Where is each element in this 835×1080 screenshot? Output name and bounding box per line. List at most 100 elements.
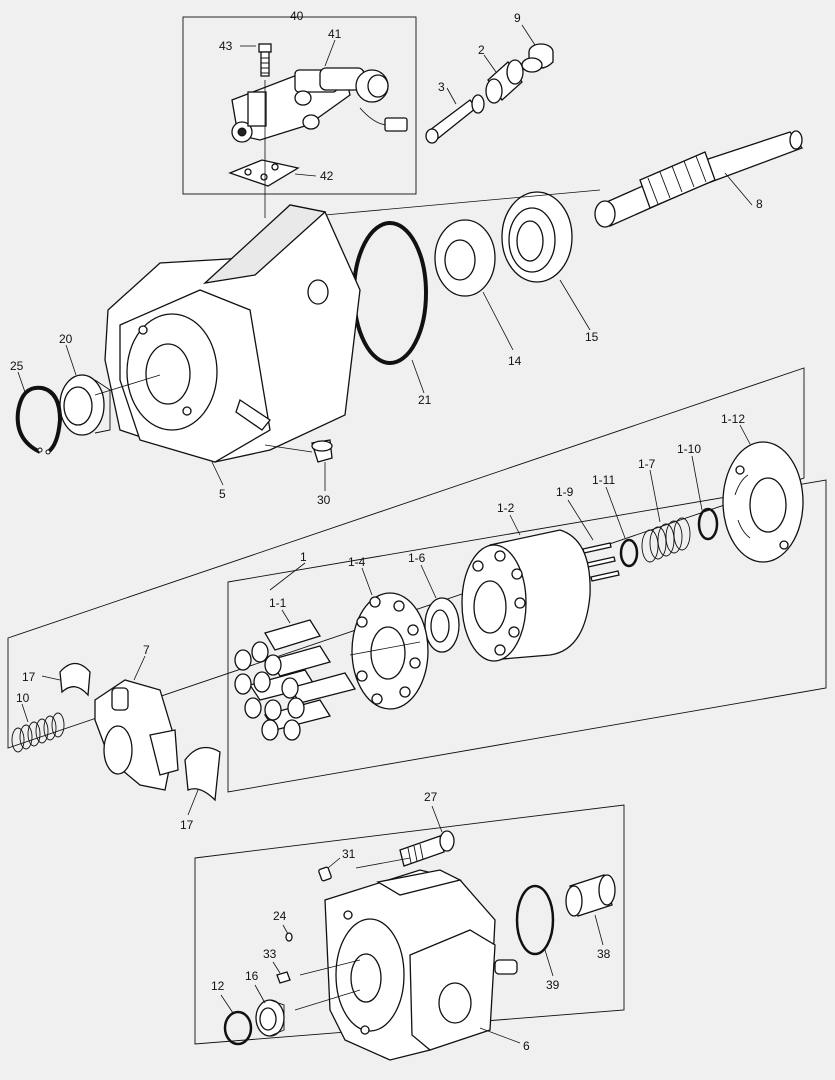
label-1-6: 1-6	[408, 551, 426, 565]
plug-30	[311, 439, 333, 463]
frame-40-control-valve	[182, 16, 417, 195]
drive-shaft-8	[594, 130, 804, 228]
ring-1-11	[619, 538, 639, 568]
leader-10	[21, 703, 29, 723]
bolt-27	[399, 830, 455, 867]
label-30: 30	[317, 493, 331, 507]
label-9: 9	[514, 11, 521, 25]
label-42: 42	[320, 169, 334, 183]
label-5: 5	[219, 487, 226, 501]
bearing-20	[59, 374, 111, 436]
leader-17a	[41, 675, 61, 681]
label-15: 15	[585, 330, 599, 344]
leader-42	[294, 173, 317, 177]
label-1-9: 1-9	[556, 485, 574, 499]
pin-24	[285, 932, 293, 942]
shim-14	[434, 219, 496, 297]
swashplate-7	[94, 679, 179, 791]
leader-27	[431, 805, 443, 833]
leader-1-10	[691, 455, 703, 511]
leader-14	[482, 291, 514, 351]
leader-1-9	[567, 499, 594, 541]
leader-1-2	[509, 514, 521, 536]
control-valve-41	[231, 67, 408, 143]
label-1-2: 1-2	[497, 501, 515, 515]
leader-39	[544, 949, 554, 977]
leader-2	[483, 54, 497, 73]
leader-1-1	[281, 609, 291, 624]
frame-port-plate	[194, 804, 625, 1045]
leader-20	[65, 344, 77, 376]
label-25: 25	[10, 359, 24, 373]
bearing-shell-17-top	[59, 662, 91, 697]
bearing-16	[255, 999, 285, 1037]
label-1-10: 1-10	[677, 442, 701, 456]
leader-1-12	[739, 424, 751, 445]
label-8: 8	[756, 197, 763, 211]
label-1: 1	[300, 550, 307, 564]
bearing-15	[501, 191, 573, 283]
label-14: 14	[508, 354, 522, 368]
port-plate-1-12	[722, 441, 804, 563]
bearing-shell-17-bottom	[184, 746, 221, 802]
spring-10	[11, 712, 65, 753]
label-41: 41	[328, 27, 342, 41]
leader-6	[479, 1027, 521, 1044]
label-31: 31	[342, 847, 356, 861]
bolt-43	[258, 43, 272, 77]
label-20: 20	[59, 332, 73, 346]
label-21: 21	[418, 393, 432, 407]
retaining-ring-25	[15, 385, 63, 455]
frame-1-inner	[227, 479, 827, 793]
leader-31	[327, 857, 341, 869]
o-ring-39	[515, 884, 555, 956]
plug-9	[521, 43, 554, 73]
label-33: 33	[263, 947, 277, 961]
sleeve-38	[565, 874, 616, 917]
label-39: 39	[546, 978, 560, 992]
leader-5	[211, 461, 224, 486]
pin-33	[276, 971, 291, 984]
label-38: 38	[597, 947, 611, 961]
leader-41	[324, 39, 336, 67]
leader-9	[521, 24, 536, 46]
label-1-7: 1-7	[638, 457, 656, 471]
cylinder-block-1-2	[461, 529, 591, 662]
label-3: 3	[438, 80, 445, 94]
pin-31	[318, 866, 332, 882]
gasket-42	[228, 159, 300, 187]
leader-shaft-axis	[324, 189, 601, 216]
label-2: 2	[478, 43, 485, 57]
leader-24	[282, 924, 289, 935]
leader-15	[559, 279, 591, 331]
leader-30-b	[264, 444, 313, 453]
label-10: 10	[16, 691, 30, 705]
needle-bearing-1-6	[424, 597, 460, 653]
leader-1-4	[361, 567, 373, 596]
leader-1-7	[649, 469, 661, 523]
leader-21	[411, 359, 425, 394]
leader-17b	[187, 789, 199, 816]
retainer-plate-1-4	[351, 592, 429, 710]
label-1-11: 1-11	[592, 473, 615, 487]
retaining-ring-12	[223, 1010, 253, 1046]
leader-housing-axis	[94, 374, 161, 396]
leader-12	[220, 994, 234, 1014]
leader-1	[269, 562, 306, 591]
label-12: 12	[211, 979, 225, 993]
label-27: 27	[424, 790, 438, 804]
leader-axis-ports	[294, 857, 411, 1011]
label-1-4: 1-4	[348, 555, 366, 569]
leader-16	[254, 984, 266, 1004]
label-6: 6	[523, 1039, 530, 1053]
cover-6	[324, 869, 518, 1061]
leader-25	[17, 371, 27, 396]
label-16: 16	[245, 969, 259, 983]
sleeve-2	[485, 59, 524, 104]
piston-3	[425, 94, 485, 144]
leader-38	[594, 914, 604, 946]
pistons-1-1	[234, 619, 357, 741]
leader-1-axis	[349, 641, 421, 656]
leader-1-11	[605, 486, 626, 539]
